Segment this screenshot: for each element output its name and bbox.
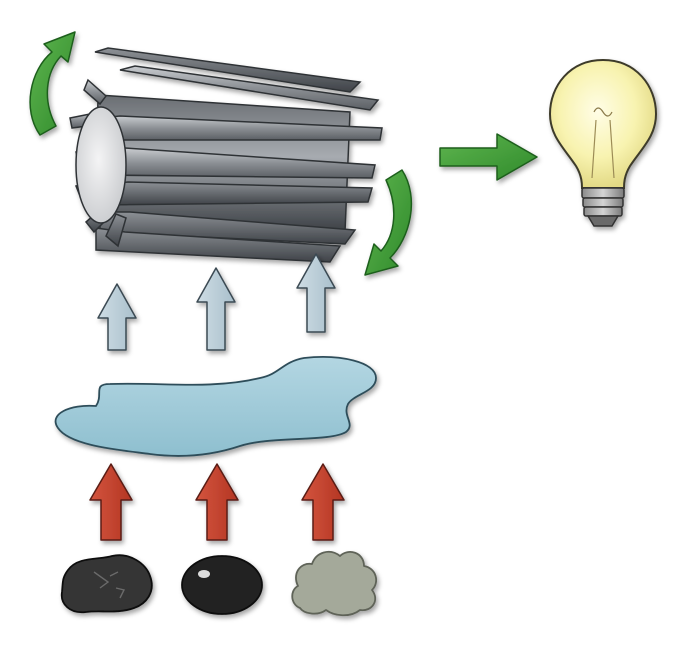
steam-arrow-icon — [196, 267, 236, 351]
steam-arrow-icon — [296, 253, 336, 333]
coal-lump-icon — [60, 554, 153, 614]
steam-arrow-icon — [97, 283, 137, 351]
rotation-arrow-left-icon — [29, 31, 76, 136]
heat-arrow-icon — [195, 463, 239, 541]
rotation-arrow-right-icon — [364, 169, 413, 276]
electricity-output-arrow-icon — [439, 133, 538, 181]
oil-drop-icon — [181, 555, 263, 615]
heat-arrow-icon — [301, 463, 345, 541]
heat-arrow-icon — [89, 463, 133, 541]
gas-cloud-icon — [291, 550, 378, 617]
light-bulb-icon — [548, 58, 658, 227]
turbine-icon — [69, 47, 383, 263]
water-pool-icon — [54, 356, 377, 457]
